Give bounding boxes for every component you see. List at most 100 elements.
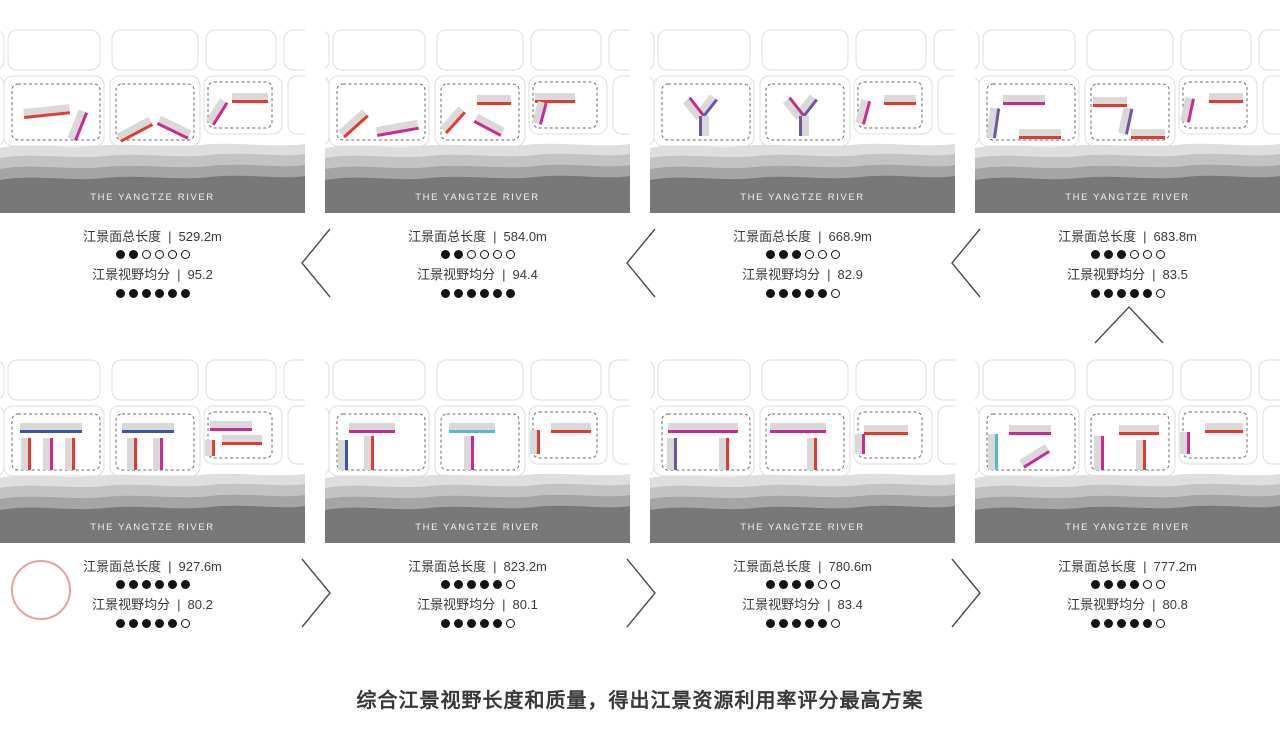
separator: | (827, 597, 831, 613)
rating-dot (453, 618, 463, 628)
view-score: 江景视野均分|82.9 (742, 267, 863, 283)
rating-dot (1155, 618, 1165, 628)
separator: | (168, 559, 172, 574)
scheme-stats: 江景面总长度|927.6m 江景视野均分|80.2 (0, 559, 305, 636)
rating-dot (440, 250, 450, 260)
score-rating (115, 288, 190, 298)
building (127, 438, 137, 470)
scheme-stats: 江景面总长度|823.2m 江景视野均分|80.1 (325, 559, 630, 636)
score-value: 94.4 (512, 267, 538, 283)
building (375, 119, 419, 137)
building (153, 438, 163, 470)
building (782, 96, 805, 121)
length-label: 江景面总长度 (733, 559, 812, 574)
site-diagram (975, 359, 1280, 543)
building (1003, 95, 1045, 105)
building (338, 440, 348, 470)
building (855, 99, 872, 125)
building (23, 104, 71, 119)
rating-dot (492, 580, 502, 590)
rating-dot (180, 618, 190, 628)
buildings-layer (338, 93, 575, 139)
length-label: 江景面总长度 (408, 559, 487, 574)
rating-dot (154, 288, 164, 298)
score-label: 江景视野均分 (742, 597, 821, 613)
building (1094, 436, 1104, 470)
score-label: 江景视野均分 (1067, 597, 1146, 613)
river-facade-length: 江景面总长度 | 780.6m (733, 559, 872, 575)
rating-dot (440, 580, 450, 590)
building (668, 423, 738, 433)
rating-dot (830, 288, 840, 298)
building (1209, 93, 1243, 103)
rating-dot (115, 250, 125, 260)
buildings-layer (20, 421, 262, 470)
rating-dot (492, 618, 502, 628)
separator: | (493, 229, 497, 244)
length-value: 780.6m (828, 559, 872, 574)
rating-dot (765, 580, 775, 590)
rating-dot (1103, 580, 1113, 590)
rating-dot (128, 288, 138, 298)
building (530, 430, 540, 454)
building (449, 423, 495, 433)
rating-dot (128, 618, 138, 628)
building (699, 116, 709, 136)
rating-dot (466, 250, 476, 260)
separator: | (168, 229, 172, 244)
rating-dot (778, 288, 788, 298)
length-value: 668.9m (828, 229, 872, 244)
scheme-stats: 江景面总长度|529.2m 江景视野均分|95.2 (0, 229, 305, 306)
rating-dot (791, 580, 801, 590)
scheme-stats: 江景面总长度|683.8m 江景视野均分|83.5 (975, 229, 1280, 306)
rating-dot (180, 580, 190, 590)
separator: | (493, 559, 497, 574)
rating-dot (1155, 580, 1165, 590)
rating-dot (128, 580, 138, 590)
view-score: 江景视野均分|80.2 (92, 597, 213, 613)
rating-dot (141, 250, 151, 260)
building (1205, 423, 1243, 433)
rating-dot (505, 580, 515, 590)
rating-dot (154, 250, 164, 260)
rating-dot (479, 288, 489, 298)
view-score: 江景视野均分|80.8 (1067, 597, 1188, 613)
building (1009, 425, 1051, 435)
rating-dot (1142, 580, 1152, 590)
scheme-panel-2: 江景面总长度|584.0m 江景视野均分|94.4 (325, 28, 630, 306)
site-diagram (650, 29, 955, 213)
score-rating (1090, 288, 1165, 298)
rating-dot (791, 288, 801, 298)
rating-dot (479, 250, 489, 260)
building (473, 113, 505, 137)
building (67, 109, 89, 142)
rating-dot (1142, 618, 1152, 628)
separator: | (1143, 559, 1147, 574)
rating-dot (479, 618, 489, 628)
rating-dot (479, 580, 489, 590)
separator: | (818, 559, 822, 574)
score-label: 江景视野均分 (417, 597, 496, 613)
flow-arrow-right-2 (626, 558, 656, 628)
rating-dot (492, 288, 502, 298)
flow-arrow-right-3 (951, 558, 981, 628)
rating-dot (1116, 288, 1126, 298)
rating-dot (817, 580, 827, 590)
separator: | (1143, 229, 1147, 244)
rating-dot (128, 250, 138, 260)
building (1131, 129, 1165, 139)
length-rating (1090, 250, 1165, 260)
rating-dot (1090, 618, 1100, 628)
length-label: 江景面总长度 (408, 229, 487, 244)
river-facade-length: 江景面总长度|529.2m (83, 229, 222, 245)
separator: | (502, 267, 506, 283)
separator: | (177, 597, 181, 613)
length-value: 584.0m (503, 229, 547, 244)
site-diagram (325, 29, 630, 213)
rating-dot (778, 618, 788, 628)
building (855, 434, 865, 454)
building (222, 435, 262, 445)
rating-dot (804, 288, 814, 298)
building (232, 93, 268, 103)
separator: | (1152, 267, 1156, 283)
